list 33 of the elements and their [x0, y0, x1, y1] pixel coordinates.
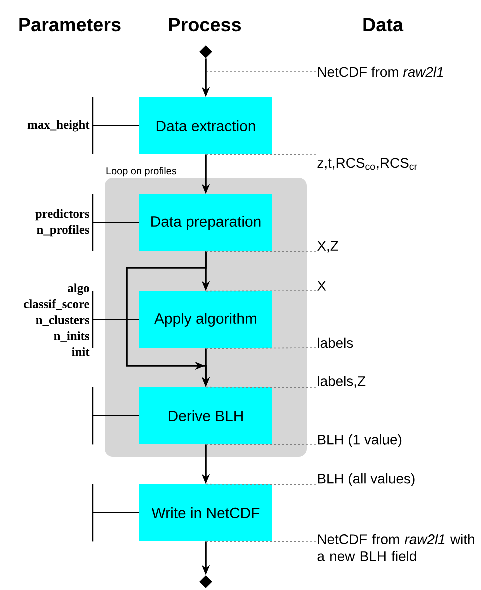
leader-line: [206, 444, 316, 446]
parameter-list: predictors n_profiles: [36, 194, 94, 252]
data-label: labels: [318, 338, 354, 348]
process-box: Data extraction: [140, 98, 272, 154]
data-label: X: [318, 281, 326, 291]
data-label: NetCDF from raw2l1 with a new BLH field: [318, 534, 474, 562]
process-box: Data preparation: [140, 194, 272, 252]
leader-line: [206, 484, 316, 486]
column-heading: Data: [364, 18, 404, 32]
data-label: X,Z: [318, 241, 338, 253]
connector-line: [92, 512, 140, 514]
node-label: Loop on profiles: [106, 167, 177, 177]
leader-line: [206, 154, 316, 156]
leader-line: [206, 290, 316, 292]
parameter-list: algo classif_score n_clusters n_inits init: [24, 284, 94, 356]
leader-line: [206, 251, 316, 252]
terminal-diamond: [200, 576, 212, 588]
process-box: Apply algorithm: [140, 292, 272, 348]
column-heading: Process: [169, 18, 242, 32]
parameter-list: max_height: [28, 98, 94, 154]
data-label: labels,Z: [318, 376, 366, 388]
leader-line: [206, 348, 316, 350]
leader-line: [206, 541, 316, 542]
data-label: BLH (all values): [318, 474, 415, 486]
process-box: Derive BLH: [140, 388, 272, 444]
connector-line: [92, 222, 140, 224]
data-label: NetCDF from raw2l1: [318, 66, 444, 78]
column-heading: Parameters: [20, 18, 121, 32]
data-label: z,t,RCS$_{co}$,RCS$_{cr}$: [318, 158, 418, 170]
process-box: Write in NetCDF: [140, 484, 272, 542]
data-label: BLH (1 value): [318, 434, 402, 448]
leader-line: [206, 386, 316, 388]
terminal-diamond: [200, 46, 212, 58]
